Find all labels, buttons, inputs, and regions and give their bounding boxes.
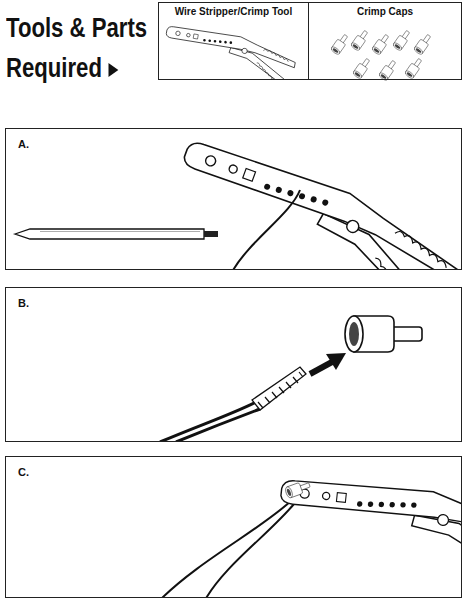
insulated-wire [15, 229, 204, 239]
wire [160, 402, 256, 441]
twisted-strands [252, 367, 306, 410]
table-cell: Crimp Caps [308, 2, 462, 80]
crimp-cap [392, 29, 412, 52]
arrow-head [326, 353, 346, 370]
crimp-tool [274, 476, 461, 592]
step-panel: B. [5, 287, 462, 442]
crimp-cap [352, 57, 372, 80]
step-letter: A. [18, 138, 29, 150]
step-letter: C. [18, 466, 29, 478]
crimp-cap [350, 29, 370, 52]
column-heading: Crimp Caps [309, 3, 461, 18]
step-letter: B. [18, 297, 29, 309]
crimp-tool [161, 24, 298, 79]
wire [232, 190, 300, 269]
step-panel: C. [5, 456, 462, 598]
table-cell: Wire Stripper/Crimp Tool [158, 2, 309, 80]
strand-twist [258, 372, 303, 408]
insert-arrow [310, 362, 332, 374]
page-title: Tools & Parts Required [6, 13, 147, 83]
wire [160, 500, 292, 597]
crimp-cap [413, 33, 433, 56]
wire [176, 409, 260, 441]
crimp-cap [371, 33, 391, 56]
crimp-cap [345, 316, 422, 352]
step-panel: A. [5, 128, 462, 270]
column-heading: Wire Stripper/Crimp Tool [159, 3, 308, 18]
crimp-cap [378, 59, 398, 82]
wire [205, 504, 294, 597]
crimp-cap [404, 57, 424, 80]
crimp-tool [158, 136, 461, 269]
title-arrow [108, 62, 119, 78]
crimp-cap [330, 33, 350, 56]
title-block: Tools & Parts Required [6, 8, 150, 88]
crimp-cap [284, 479, 311, 498]
wire-shading [40, 231, 200, 232]
stripped-end [204, 231, 218, 237]
